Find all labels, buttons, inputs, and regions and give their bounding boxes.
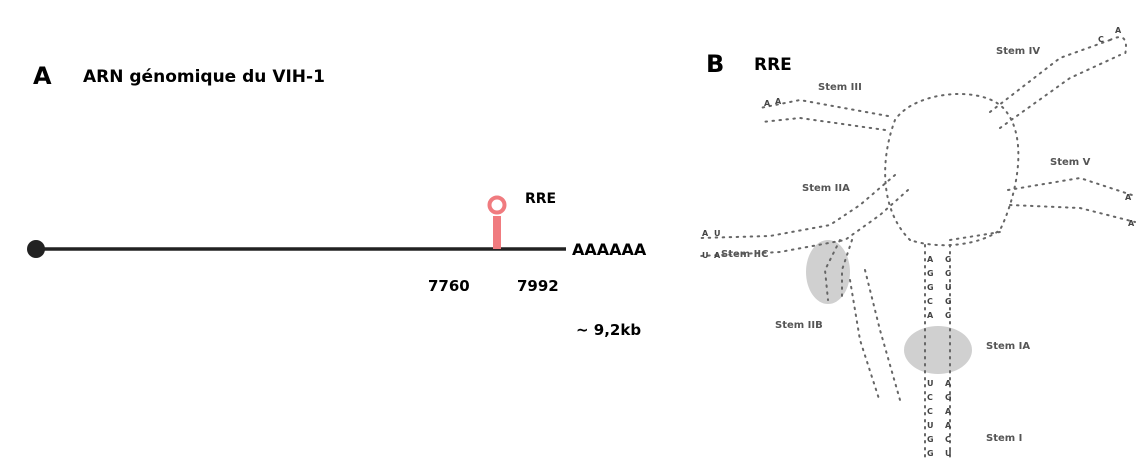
panel-a-letter: A (33, 62, 52, 90)
svg-text:U: U (702, 251, 709, 260)
svg-text:G: G (945, 393, 952, 402)
label-stem-v: Stem V (1050, 157, 1091, 168)
svg-text:A: A (1125, 193, 1132, 202)
svg-text:A: A (927, 255, 934, 264)
svg-text:C: C (945, 435, 951, 444)
rre-hairpin (487, 195, 507, 249)
highlight-stem-iic (806, 240, 850, 304)
svg-text:C: C (927, 393, 933, 402)
svg-text:G: G (927, 435, 934, 444)
panel-b-letter: B (706, 50, 724, 78)
svg-text:A: A (1115, 26, 1122, 35)
panel-b: B RRE (699, 26, 1136, 461)
svg-text:C: C (945, 269, 951, 278)
svg-text:A: A (927, 311, 934, 320)
label-stem-iib: Stem IIB (775, 320, 823, 331)
svg-text:U: U (945, 449, 952, 458)
label-stem-iia: Stem IIA (802, 183, 850, 194)
start-position: 7760 (428, 277, 470, 295)
svg-text:C: C (1098, 35, 1104, 44)
svg-text:A: A (945, 421, 952, 430)
panel-a: A ARN génomique du VIH-1 RRE AAAAAA 7760… (27, 62, 647, 339)
svg-text:A: A (945, 407, 952, 416)
label-stem-iv: Stem IV (996, 46, 1040, 57)
label-stem-iic: Stem IIC (721, 249, 768, 260)
polya-tail: AAAAAA (572, 240, 647, 259)
svg-text:G: G (927, 269, 934, 278)
svg-text:G: G (927, 283, 934, 292)
rre-secondary-structure (699, 36, 1136, 461)
highlight-stem-ia (904, 326, 972, 374)
svg-text:A: A (702, 229, 709, 238)
label-stem-ia: Stem IA (986, 341, 1030, 352)
genome-length: ~ 9,2kb (576, 321, 641, 339)
svg-text:C: C (945, 255, 951, 264)
svg-text:A: A (714, 251, 721, 260)
svg-text:C: C (945, 311, 951, 320)
svg-text:A: A (945, 379, 952, 388)
label-stem-i: Stem I (986, 433, 1022, 444)
svg-text:A: A (764, 99, 771, 108)
svg-text:A: A (1128, 219, 1135, 228)
cap-circle (27, 240, 45, 258)
svg-text:U: U (714, 229, 721, 238)
end-position: 7992 (517, 277, 559, 295)
svg-text:C: C (927, 297, 933, 306)
svg-text:U: U (927, 421, 934, 430)
rre-label: RRE (525, 191, 556, 207)
panel-a-title: ARN génomique du VIH-1 (83, 67, 325, 87)
panel-b-title: RRE (754, 55, 792, 75)
label-stem-iii: Stem III (818, 82, 862, 93)
svg-text:A: A (775, 97, 782, 106)
svg-text:C: C (927, 407, 933, 416)
svg-text:G: G (927, 449, 934, 458)
svg-text:U: U (945, 283, 952, 292)
svg-text:U: U (927, 379, 934, 388)
svg-text:G: G (945, 297, 952, 306)
